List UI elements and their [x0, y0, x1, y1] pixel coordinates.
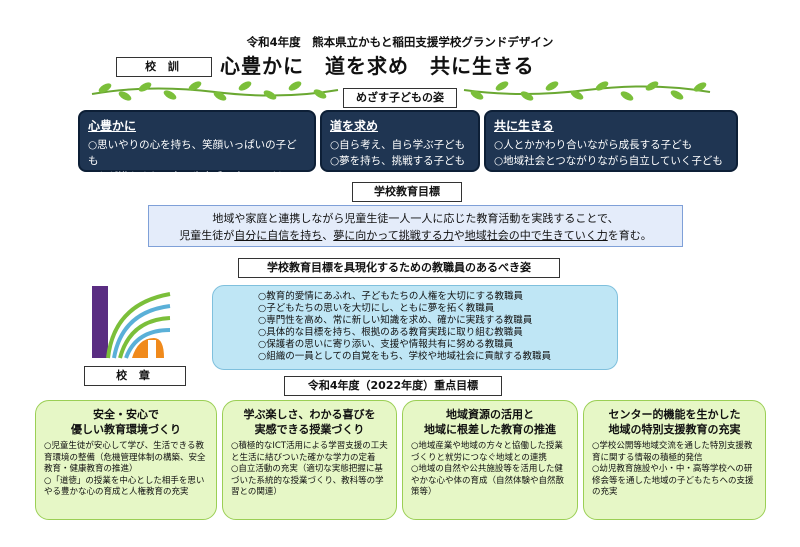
- card-title: 地域資源の活用と: [446, 408, 534, 421]
- priority-card-lessons: 学ぶ楽しさ、わかる喜びを実感できる授業づくり ○積極的なICT活用による学習支援…: [222, 400, 397, 520]
- school-goal-box: 地域や家庭と連携しながら児童生徒一人一人に応じた教育活動を実践することで、 児童…: [148, 205, 683, 247]
- staff-ideal-box: ○教育的愛情にあふれ、子どもたちの人権を大切にする教職員 ○子どもたちの思いを大…: [212, 285, 618, 370]
- staff-item: ○教育的愛情にあふれ、子どもたちの人権を大切にする教職員: [258, 291, 523, 302]
- card-title: センター的機能を生かした: [608, 408, 741, 421]
- staff-item: ○保護者の思いに寄り添い、支援や情報共有に努める教職員: [258, 339, 514, 350]
- vision-label: めざす子どもの姿: [343, 88, 457, 108]
- goal-line-1: 地域や家庭と連携しながら児童生徒一人一人に応じた教育活動を実践することで、: [212, 212, 619, 225]
- school-motto: 心豊かに 道を求め 共に生きる: [220, 54, 535, 78]
- card-item: ○学校公開等地域交流を通した特別支援教育に関する情報の積極的発信: [592, 441, 753, 463]
- priority-card-center: センター的機能を生かした地域の特別支援教育の充実 ○学校公開等地域交流を通した特…: [583, 400, 766, 520]
- vision-heading: 心豊かに: [88, 119, 137, 133]
- vine-left-decoration: [91, 81, 339, 101]
- priority-card-safety: 安全・安心で優しい教育環境づくり ○児童生徒が安心して学び、生活できる教育環境の…: [35, 400, 217, 520]
- staff-item: ○組織の一員としての自覚をもち、学校や地域社会に貢献する教職員: [258, 351, 552, 362]
- staff-item: ○子どもたちの思いを大切にし、ともに夢を拓く教職員: [258, 303, 495, 314]
- vision-heading: 道を求め: [330, 119, 379, 133]
- goal-text: を育む。: [607, 229, 652, 242]
- staff-item: ○具体的な目標を持ち、根拠のある教育実践に取り組む教職員: [258, 327, 523, 338]
- vine-right-decoration: [463, 81, 711, 101]
- goal-text: 児童生徒が: [179, 229, 235, 242]
- goal-text: 、: [322, 229, 334, 242]
- card-item: ○自立活動の充実（適切な実態把握に基づいた系統的な授業づくり、教科等の学習との関…: [231, 464, 384, 497]
- card-item: ○積極的なICT活用による学習支援の工夫と生活に結びついた確かな学力の定着: [231, 441, 388, 463]
- motto-label: 校 訓: [116, 57, 212, 77]
- goal-emphasis: 自分に自信を持ち: [234, 229, 323, 242]
- priority-label: 令和4年度（2022年度）重点目標: [284, 376, 502, 396]
- staff-label: 学校教育目標を具現化するための教職員のあるべき姿: [238, 258, 560, 278]
- card-title: 地域の特別支援教育の充実: [608, 423, 741, 436]
- vision-item: ○夢を持ち、挑戦する子ども: [330, 155, 466, 167]
- goal-text: や: [453, 229, 465, 242]
- card-title: 学ぶ楽しさ、わかる喜びを: [243, 408, 376, 421]
- card-title: 地域に根差した教育の推進: [424, 423, 556, 436]
- card-item: ○児童生徒が安心して学び、生活できる教育環境の整備（危機管理体制の構築、安全教育…: [44, 441, 206, 474]
- goal-label: 学校教育目標: [352, 182, 462, 202]
- goal-emphasis: 夢に向かって挑戦する力: [333, 229, 454, 242]
- card-item: ○「道徳」の授業を中心とした相手を思いやる豊かな心の育成と人権教育の充実: [44, 475, 205, 498]
- vision-item: ○地域社会とつながりながら自立していく子ども: [494, 155, 723, 167]
- card-item: ○幼児教育施設や小・中・高等学校への研修会等を通した地域の子どもたちへの支援の充…: [592, 464, 754, 497]
- emblem-label: 校 章: [84, 366, 186, 386]
- vision-box-michi: 道を求め ○自ら考え、自ら学ぶ子ども ○夢を持ち、挑戦する子ども: [320, 110, 480, 172]
- vision-item: ○心が満たされ、自己肯定感の高い子ども: [88, 171, 287, 183]
- goal-line-2: 児童生徒が自分に自信を持ち、夢に向かって挑戦する力や地域社会の中で生きていく力を…: [149, 227, 682, 244]
- vision-item: ○思いやりの心を持ち、笑顔いっぱいの子ども: [88, 139, 297, 167]
- goal-emphasis: 地域社会の中で生きていく力: [464, 229, 608, 242]
- vision-item: ○自ら考え、自ら学ぶ子ども: [330, 139, 466, 151]
- card-title: 安全・安心で: [93, 408, 159, 421]
- card-title: 実感できる授業づくり: [254, 423, 365, 436]
- vision-box-tomoni: 共に生きる ○人とかかわり合いながら成長する子ども ○地域社会とつながりながら自…: [484, 110, 738, 172]
- card-item: ○地域の自然や公共施設等を活用した健やかな心や体の育成（自然体験や自然散策等）: [411, 464, 565, 497]
- card-title: 優しい教育環境づくり: [71, 423, 181, 436]
- vision-item: ○人とかかわり合いながら成長する子ども: [494, 139, 693, 151]
- card-item: ○地域産業や地域の方々と協働した授業づくりと就労につなぐ地域との連携: [411, 441, 563, 463]
- vision-box-kokoro: 心豊かに ○思いやりの心を持ち、笑顔いっぱいの子ども ○心が満たされ、自己肯定感…: [78, 110, 316, 183]
- page-title: 令和4年度 熊本県立かもと稲田支援学校グランドデザイン: [246, 35, 554, 49]
- priority-card-community: 地域資源の活用と地域に根差した教育の推進 ○地域産業や地域の方々と協働した授業づ…: [402, 400, 578, 520]
- vision-heading: 共に生きる: [494, 119, 554, 133]
- staff-item: ○専門性を高め、常に新しい知識を求め、確かに実践する教職員: [258, 315, 533, 326]
- school-emblem-logo: [92, 284, 172, 360]
